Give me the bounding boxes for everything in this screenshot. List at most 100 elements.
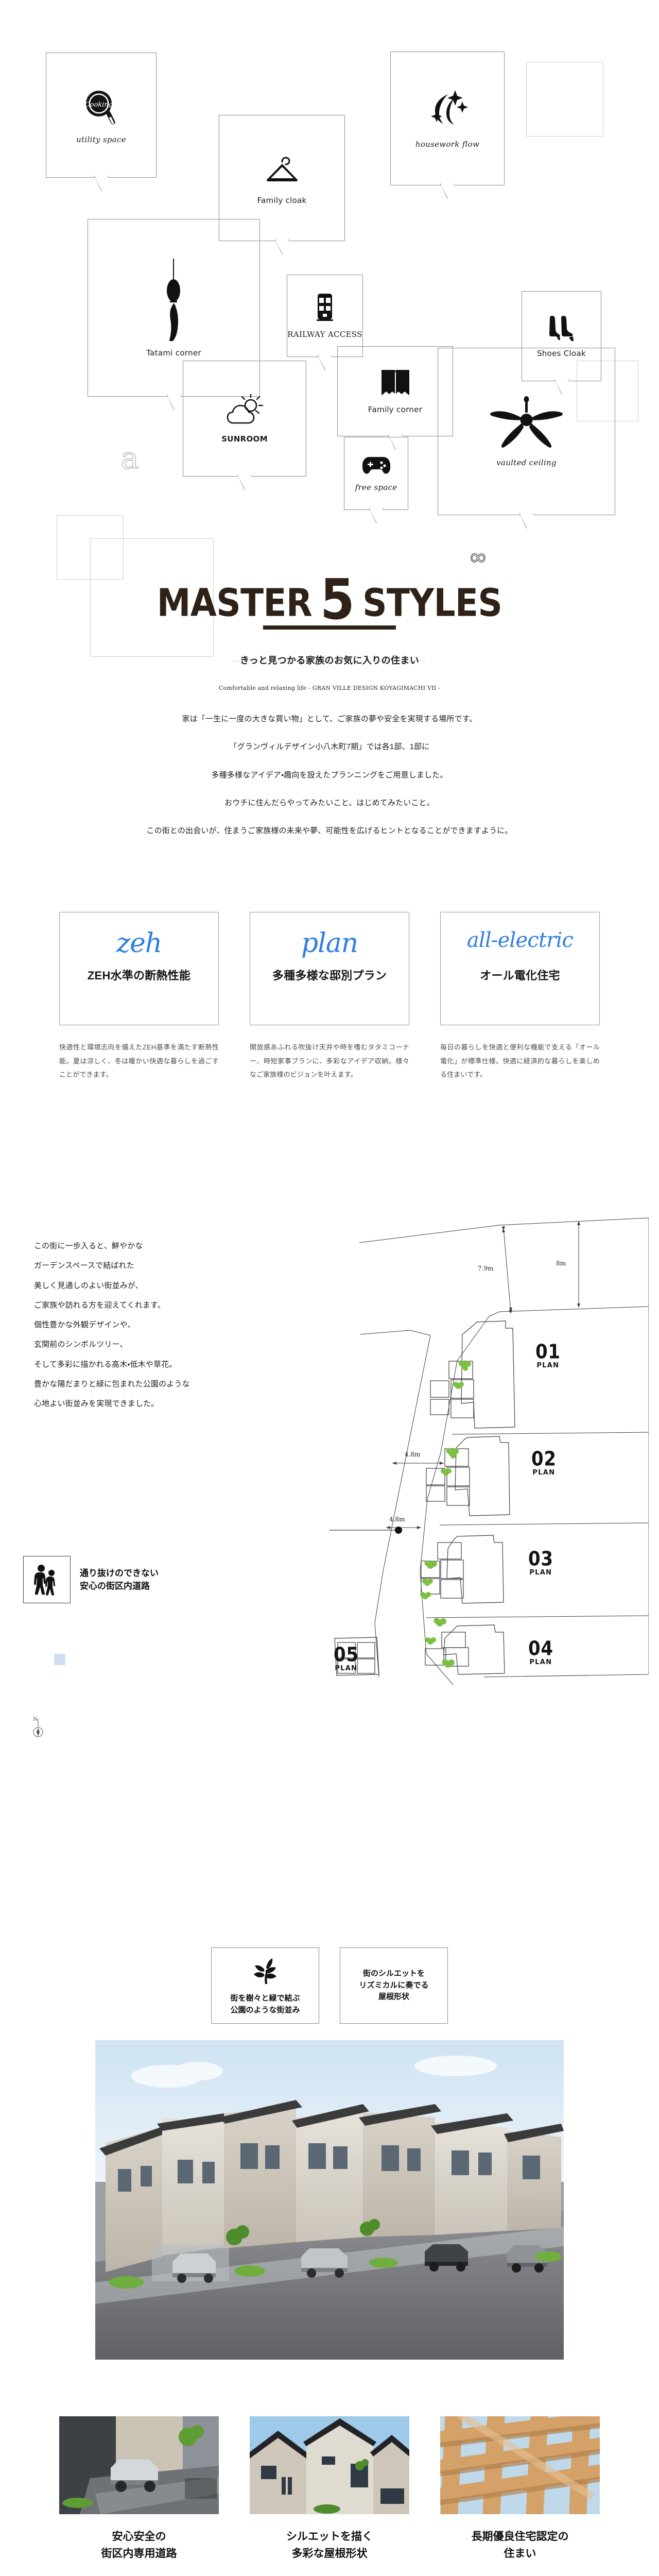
callout-text: 街を樹々と緑で結ぶ 公園のような街並み: [230, 1993, 300, 2016]
site-plan-copy-line: 心地よい街並みを実現できました。: [34, 1399, 159, 1408]
sparkle-swirl-icon: [425, 88, 470, 132]
hero-bubble-caption: Tatami corner: [146, 348, 201, 358]
plot-badge-01[interactable]: 01 PLAN: [535, 1340, 561, 1369]
hero-bubble-free-space[interactable]: free space: [344, 437, 408, 523]
feature-card-long-life-housing[interactable]: 長期優良住宅認定の 住まい 国土交通省が定める厳しい認定基準をすべてクリア。住宅…: [440, 2416, 600, 2576]
hero-bubble-caption: Family corner: [368, 404, 423, 414]
callout-line3: 屋根形状: [378, 1992, 409, 2002]
hero-bubble-railway-access[interactable]: RAILWAY ACCESS: [287, 275, 363, 370]
feature-card-title-line1: 安心安全の: [112, 2531, 166, 2543]
streetscape-rendering: [95, 2040, 564, 2360]
road-callout[interactable]: 通り抜けのできない 安心の街区内道路: [23, 1556, 159, 1603]
hero-bubble-housework-flow[interactable]: housework flow: [390, 52, 505, 199]
hero-bubble-utility-space[interactable]: Cooking utility space: [46, 53, 157, 191]
plot-badge-03[interactable]: 03 PLAN: [528, 1547, 553, 1577]
plot-badge-02[interactable]: 02 PLAN: [531, 1449, 557, 1477]
feature-card-title-line2: 街区内専用道路: [101, 2547, 177, 2560]
dimension-label-79m: 7.9m: [478, 1265, 494, 1272]
hero-bubble-caption: housework flow: [415, 140, 480, 149]
callout-green-street[interactable]: 街を樹々と緑で結ぶ 公園のような街並み: [211, 1947, 319, 2024]
feature-cards: 安心安全の 街区内専用道路 家並みを繋ぐ街区内道路は、住人以外の方や通過車両が進…: [0, 2416, 659, 2576]
callout-roof-silhouette[interactable]: 街のシルエットを リズミカルに奏でる 屋根形状: [340, 1947, 448, 2024]
site-plan-copy-line: 個性豊かな外観デザインや、: [34, 1320, 135, 1329]
title-subtitle-en: Comfortable and relaxing life - GRAN VIL…: [219, 685, 440, 692]
dimension-label-8m: 8m: [556, 1260, 566, 1267]
bubble-tail: [94, 176, 109, 191]
feature-card-title: 長期優良住宅認定の 住まい: [440, 2529, 600, 2562]
plot-number: 01: [535, 1340, 561, 1364]
feature-card-title-line1: シルエットを描く: [286, 2531, 373, 2543]
feature-card: zeh ZEH水準の断熱性能: [59, 912, 219, 1025]
title-word-master: MASTER: [157, 581, 313, 625]
plot-label: PLAN: [335, 1665, 358, 1673]
game-controller-icon: [362, 455, 390, 476]
streetscape-illustration: [95, 2040, 564, 2360]
page-title: MASTER 5 STYLES: [157, 567, 502, 632]
sun-cloud-icon: [226, 394, 263, 427]
bubble-tail: [519, 513, 534, 529]
decor-blue-square: [54, 1654, 65, 1665]
road-callout-text: 通り抜けのできない 安心の街区内道路: [80, 1567, 159, 1593]
bubble-tail: [166, 395, 181, 410]
hero-icon-collage: Cooking utility space Family cloak: [0, 0, 659, 657]
site-plan-copy-line: ご家族や訪れる方を迎えてくれます。: [34, 1300, 165, 1310]
site-plan-copy-line: 美しく見通しのよい街並みが、: [34, 1281, 143, 1290]
lead-line: この街との出会いが、住まうご家族様の未来や夢、可能性を広げるヒントとなることがで…: [146, 826, 513, 835]
lead-copy: 家は「一生に一度の大きな買い物」として、ご家族の夢や安全を実現する場所です。 「…: [0, 714, 659, 854]
feature-card-roof-shapes[interactable]: シルエットを描く 多彩な屋根形状 差掛屋根や切妻屋根で構成される特徴的な街並みの…: [250, 2416, 409, 2576]
site-plan-copy-line: この街に一歩入ると、鮮やかな: [34, 1242, 143, 1250]
plot-number: 03: [528, 1547, 553, 1571]
feature-body: 快適性と環境志向を備えたZEH基準を満たす断熱性能。夏は涼しく、冬は暖かい快適な…: [59, 1043, 219, 1079]
site-plan-copy-line: 豊かな陽だまりと緑に包まれた公園のような: [34, 1379, 190, 1388]
callout-line1: 街を樹々と緑で結ぶ: [230, 1994, 300, 2003]
feature-columns: zeh ZEH水準の断熱性能 快適性と環境志向を備えたZEH基準を満たす断熱性能…: [0, 912, 659, 1082]
streetscape-private-road-photo: [59, 2416, 219, 2514]
site-plan-drawing: [268, 1217, 649, 1685]
hero-bubble-caption: Family cloak: [257, 195, 307, 205]
title-number-five: 5: [320, 567, 355, 632]
site-plan-copy-line: 玄関前のシンボルツリー、: [34, 1340, 128, 1349]
hero-bubble-tatami-corner[interactable]: Tatami corner: [88, 219, 260, 410]
feature-card-private-road[interactable]: 安心安全の 街区内専用道路 家並みを繋ぐ街区内道路は、住人以外の方や通過車両が進…: [59, 2416, 219, 2576]
walking-family-icon: [23, 1556, 71, 1603]
plot-badge-04[interactable]: 04 PLAN: [528, 1639, 553, 1667]
feature-column-all-electric: all-electric オール電化住宅 毎日の暮らしを快適と便利な機能で支える…: [440, 912, 600, 1082]
lead-line: おウチに住んだらやってみたいこと、はじめてみたいこと。: [224, 798, 435, 807]
decor-box-1: [526, 62, 603, 137]
callout-line2: 公園のような街並み: [230, 2005, 300, 2014]
plot-badge-05[interactable]: 05 PLAN: [334, 1643, 359, 1673]
plot-label: PLAN: [529, 1658, 552, 1667]
feature-title: ZEH水準の断熱性能: [87, 969, 191, 982]
feature-script-label: all-electric: [466, 928, 574, 952]
lead-line: 多種多様なアイデア・趣向を設えたプランニングをご用意しました。: [211, 770, 448, 779]
plot-number: 05: [334, 1643, 359, 1667]
hero-bubble-vaulted-ceiling[interactable]: vaulted ceiling: [438, 348, 615, 529]
timber-frame-photo: [440, 2416, 600, 2514]
feature-card-title: シルエットを描く 多彩な屋根形状: [250, 2529, 409, 2562]
plot-label: PLAN: [529, 1569, 552, 1577]
feature-script-label: zeh: [116, 928, 163, 959]
dimension-label-48m-upper: 4.8m: [405, 1451, 421, 1458]
site-plan-map[interactable]: 01 PLAN 02 PLAN 03 PLAN 04 PLAN 05 PLAN …: [268, 1211, 649, 1695]
leaf-branch-icon: [250, 1955, 280, 1988]
title-subtitle-jp: きっと見つかる家族のお気に入りの住まい: [232, 652, 427, 670]
feature-card: all-electric オール電化住宅: [440, 912, 600, 1025]
title-underline: [263, 625, 396, 630]
bubble-tail: [440, 183, 455, 199]
lead-line: 家は「一生に一度の大きな買い物」として、ご家族の夢や安全を実現する場所です。: [182, 715, 477, 723]
road-callout-line2: 安心の街区内道路: [80, 1581, 150, 1591]
hero-bubble-caption: free space: [355, 483, 397, 492]
hero-bubble-family-corner[interactable]: Family corner: [337, 346, 453, 450]
callout-line2: リズミカルに奏でる: [359, 1980, 429, 1990]
hero-bubble-family-cloak[interactable]: Family cloak: [219, 115, 345, 255]
bubble-tail: [237, 474, 252, 490]
compass-rose: N: [31, 1716, 51, 1738]
feature-card: plan 多種多様な邸別プラン: [250, 912, 409, 1025]
hero-bubble-sunroom[interactable]: SUNROOM: [183, 361, 306, 490]
dimension-label-48m-lower: 4.8m: [389, 1516, 405, 1523]
feature-title: オール電化住宅: [480, 969, 560, 982]
decor-letter-a: a: [121, 440, 140, 476]
bubble-tail: [369, 508, 384, 523]
lead-line: 「グランヴィルデザイン小八木町7期」では各1邸、1邸に: [229, 742, 430, 752]
hero-bubble-caption: utility space: [76, 134, 126, 144]
